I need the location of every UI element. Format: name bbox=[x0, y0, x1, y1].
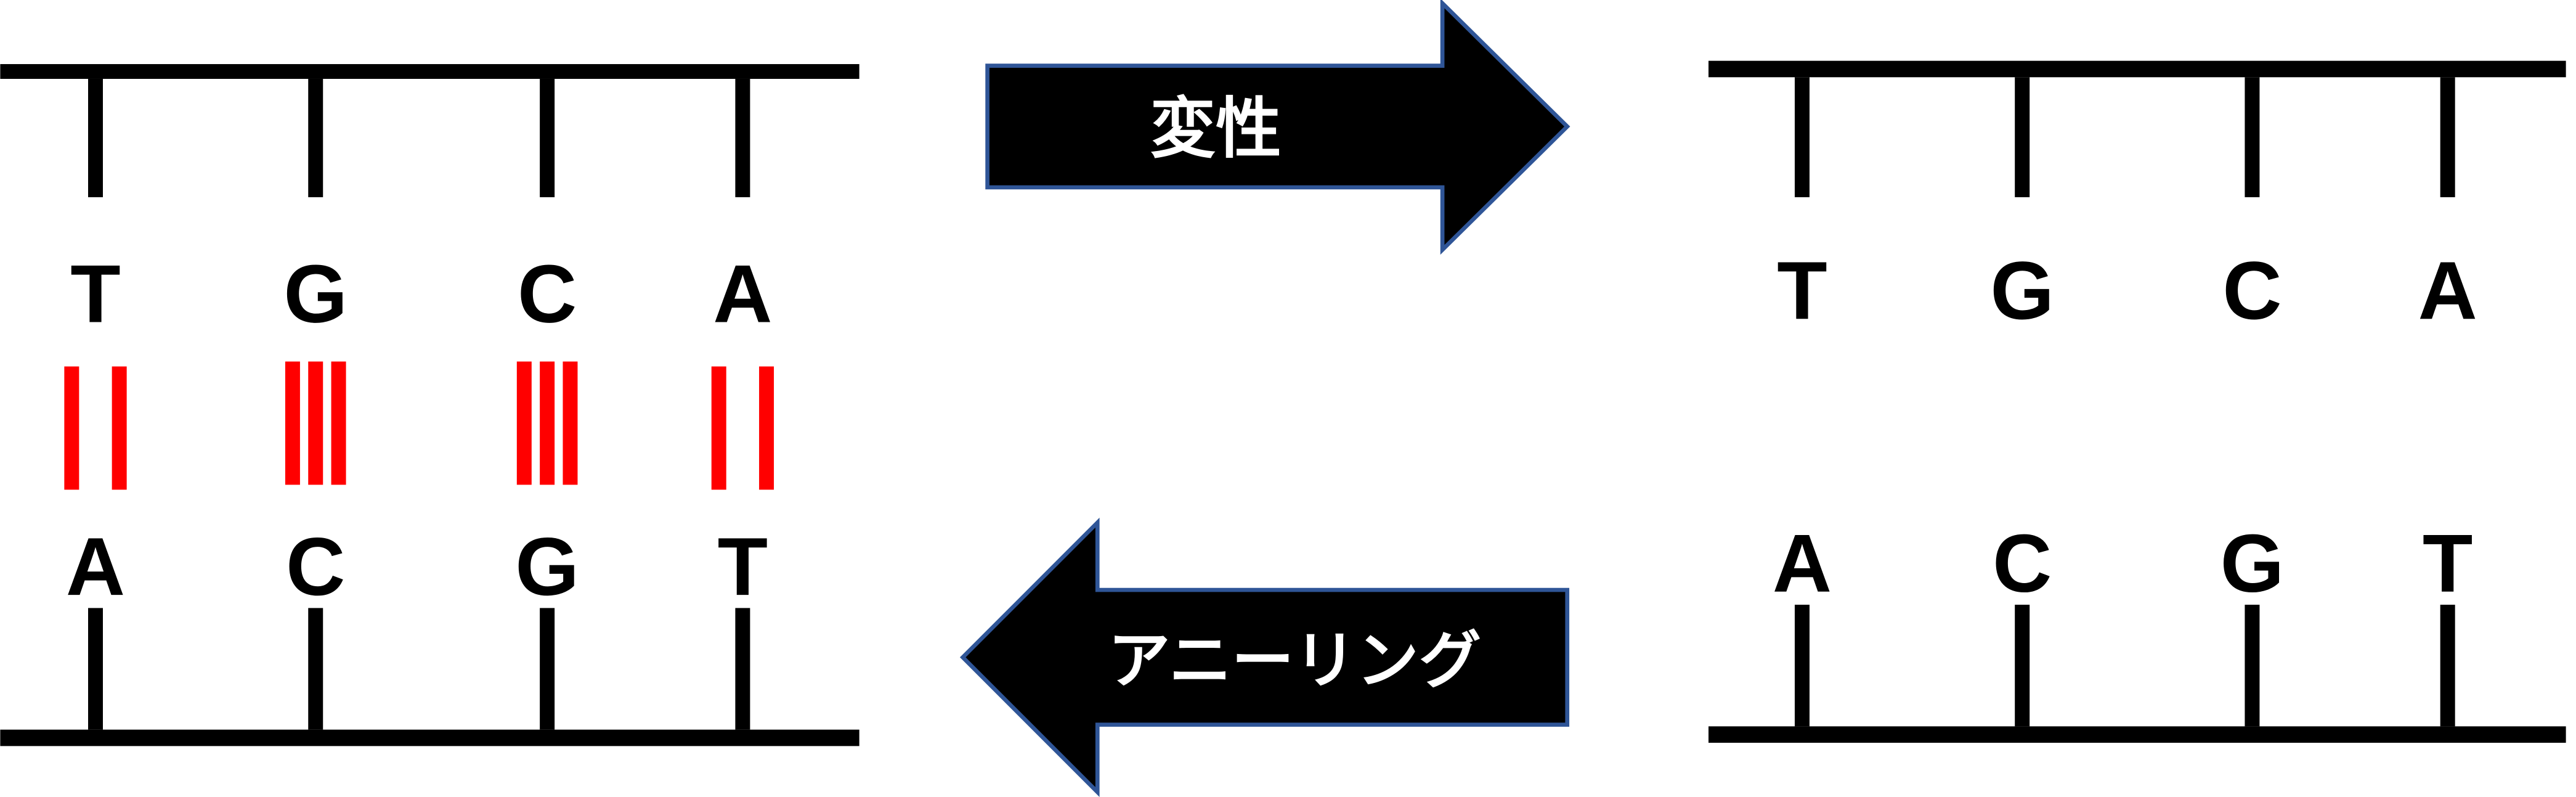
right-arrow-shape bbox=[985, 0, 1570, 255]
sugar-stem bbox=[1794, 605, 1810, 727]
denature-arrow: 変性 bbox=[985, 0, 1570, 255]
base-bottom-2: C bbox=[286, 521, 345, 613]
single-bottom-base-4: T bbox=[2423, 518, 2472, 610]
sugar-stem bbox=[2015, 605, 2030, 727]
double-stranded-dna: T G C A A C G T bbox=[0, 63, 859, 746]
base-top-3: C bbox=[518, 248, 577, 340]
hydrogen-bond bbox=[759, 366, 774, 490]
hydrogen-bond bbox=[285, 361, 300, 485]
base-bottom-4: T bbox=[718, 521, 768, 613]
top-backbone bbox=[0, 63, 859, 79]
single-bottom-base-3: G bbox=[2220, 518, 2285, 610]
base-bottom-1: A bbox=[66, 521, 125, 613]
denature-label: 変性 bbox=[1150, 91, 1282, 167]
sugar-stem bbox=[540, 78, 555, 197]
sugar-stem bbox=[308, 608, 323, 730]
sugar-stem bbox=[540, 608, 555, 730]
base-bottom-3: G bbox=[515, 521, 579, 613]
hydrogen-bonds bbox=[64, 361, 774, 490]
single-top-base-2: G bbox=[1990, 245, 2054, 337]
hydrogen-bond bbox=[516, 361, 532, 485]
sugar-stem bbox=[88, 78, 103, 197]
single-top-base-3: C bbox=[2222, 245, 2281, 337]
sugar-stem bbox=[735, 78, 750, 197]
sugar-stem bbox=[308, 78, 323, 197]
sugar-stem bbox=[2440, 605, 2455, 727]
annealing-label: アニーリング bbox=[1108, 624, 1481, 697]
single-top-base-4: A bbox=[2418, 245, 2477, 337]
top-single-backbone bbox=[1708, 60, 2566, 78]
sugar-stem bbox=[2245, 605, 2260, 727]
hydrogen-bond bbox=[112, 366, 127, 490]
hydrogen-bond bbox=[331, 361, 346, 485]
sugar-stem bbox=[2440, 77, 2455, 197]
base-top-4: A bbox=[713, 248, 772, 340]
base-top-2: G bbox=[283, 248, 347, 340]
sugar-stem bbox=[735, 608, 750, 730]
hydrogen-bond bbox=[64, 366, 79, 490]
single-stranded-dna: T G C A A C G T bbox=[1708, 60, 2566, 743]
sugar-stem bbox=[2015, 77, 2030, 197]
single-bottom-base-2: C bbox=[1993, 518, 2052, 610]
base-top-1: T bbox=[70, 248, 120, 340]
left-arrow-shape bbox=[959, 517, 1570, 797]
single-bottom-base-1: A bbox=[1773, 518, 1832, 610]
hydrogen-bond bbox=[711, 366, 726, 490]
hydrogen-bond bbox=[540, 361, 555, 485]
hydrogen-bond bbox=[308, 361, 323, 485]
bottom-single-backbone bbox=[1708, 726, 2566, 743]
bottom-backbone bbox=[0, 729, 859, 746]
sugar-stem bbox=[2245, 77, 2260, 197]
sugar-stem bbox=[1794, 77, 1810, 197]
hydrogen-bond bbox=[563, 361, 578, 485]
annealing-arrow: アニーリング bbox=[959, 517, 1570, 797]
single-top-base-1: T bbox=[1777, 245, 1827, 337]
sugar-stem bbox=[88, 608, 103, 730]
